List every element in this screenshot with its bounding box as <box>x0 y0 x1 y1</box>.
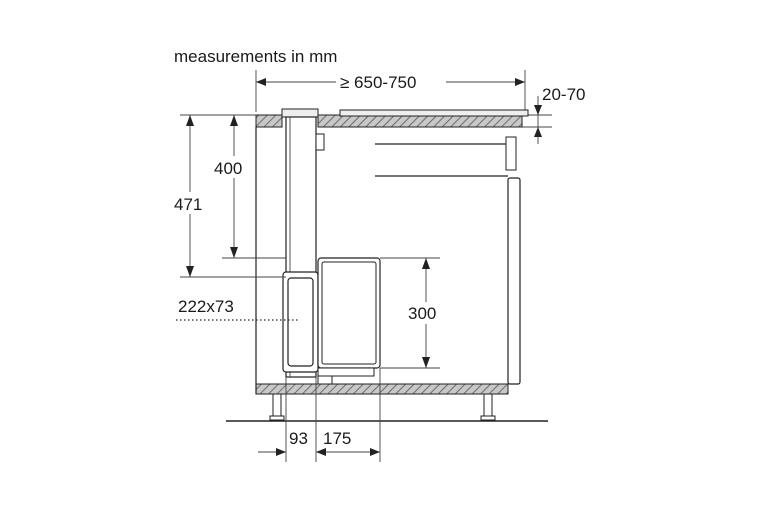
height-400-dimension: 400 <box>212 114 286 259</box>
measurements-title: measurements in mm <box>174 47 337 66</box>
height-471-label: 471 <box>174 195 202 214</box>
worktop <box>255 108 529 128</box>
duct-section-callout: 222x73 <box>176 297 298 321</box>
cabinet-legs <box>269 393 496 421</box>
worktop-thickness-dimension: 20-70 <box>520 85 585 144</box>
offset-93-label: 93 <box>289 429 308 448</box>
duct-section-label: 222x73 <box>178 297 234 316</box>
cabinet-door <box>507 177 521 385</box>
width-175-label: 175 <box>323 429 351 448</box>
height-471-dimension: 471 <box>170 114 286 278</box>
depth-label: ≥ 650-750 <box>340 73 416 92</box>
fan-unit <box>317 257 381 385</box>
hob-body <box>375 136 517 177</box>
depth-dimension: ≥ 650-750 <box>255 70 526 112</box>
duct-filter-box <box>282 271 319 373</box>
worktop-thickness-label: 20-70 <box>542 85 585 104</box>
height-400-label: 400 <box>214 159 242 178</box>
height-300-dimension: 300 <box>380 257 446 369</box>
height-300-label: 300 <box>408 304 436 323</box>
bottom-dimensions: 93 175 <box>258 368 381 462</box>
cabinet-base <box>255 127 509 395</box>
